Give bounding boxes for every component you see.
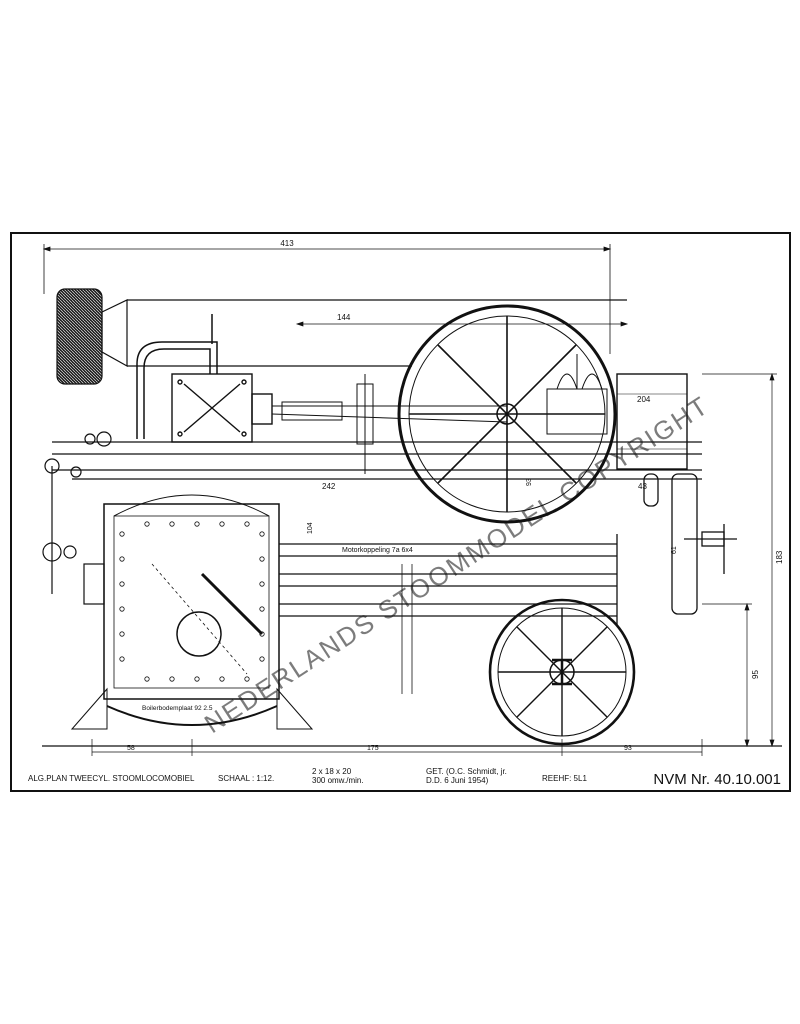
dimension-bottom-right: 93 (624, 745, 632, 752)
title-sheet-no: REEHF: 5L1 (542, 774, 587, 783)
dimension-overall (42, 244, 612, 354)
cylinder-block (171, 373, 273, 443)
dimension-height-total: 183 (775, 550, 784, 564)
dimension-flywheel-offset: 93 (526, 478, 533, 486)
dimension-overall-label: 413 (280, 239, 294, 248)
boiler-barrel (279, 534, 618, 694)
engine-bed (52, 441, 702, 480)
boiler-plate-label: Boilerbodemplaat 92 2.5 (142, 705, 213, 712)
steam-pipe (136, 314, 218, 439)
dimension-cylinder-offset: 43 (638, 482, 647, 491)
title-block: ALG.PLAN TWEECYL. STOOMLOCOMOBIEL SCHAAL… (12, 764, 789, 792)
dimension-wheel-height: 95 (751, 670, 760, 679)
governor (546, 354, 608, 435)
dimension-chimney (295, 321, 629, 327)
title-cylinders-2: 300 omw./min. (312, 776, 364, 785)
smokebox (643, 473, 737, 615)
dimension-bottom (91, 739, 703, 756)
chimney (56, 288, 627, 385)
title-drawn-1: GET. (O.C. Schmidt, jr. (426, 767, 507, 776)
title-drawn-2: D.D. 6 Juni 1954) (426, 776, 489, 785)
dimension-chimney-label: 144 (337, 313, 351, 322)
flywheel (397, 304, 617, 524)
dimension-flywheel-dia: 204 (637, 395, 651, 404)
dimension-heights (702, 372, 777, 748)
dimension-bottom-middle: 175 (367, 745, 379, 752)
feed-pump (42, 431, 112, 605)
steam-drum (616, 373, 688, 470)
dimension-bottom-left: 58 (127, 745, 135, 752)
frame-label: Motorkoppeling 7a 6x4 (342, 547, 413, 554)
firebox (103, 494, 280, 700)
catalog-number: NVM Nr. 40.10.001 (653, 771, 781, 788)
dimension-side-small: 61 (671, 546, 678, 554)
locomobile-drawing: NEDERLANDS STOOMMODEL COPYRIGHT 413 144 (42, 239, 784, 756)
connecting-rod (271, 374, 508, 474)
dimension-axle-small: 242 (322, 482, 336, 491)
title-description: ALG.PLAN TWEECYL. STOOMLOCOMOBIEL (28, 774, 195, 783)
title-cylinders-1: 2 x 18 x 20 (312, 767, 352, 776)
firebox-rivets (119, 521, 265, 682)
rear-wheel (488, 598, 636, 746)
dimension-frame-height: 104 (307, 522, 314, 534)
title-scale: SCHAAL : 1:12. (218, 774, 275, 783)
front-wheel (70, 687, 314, 730)
drawing-sheet: NEDERLANDS STOOMMODEL COPYRIGHT 413 144 (10, 232, 791, 792)
